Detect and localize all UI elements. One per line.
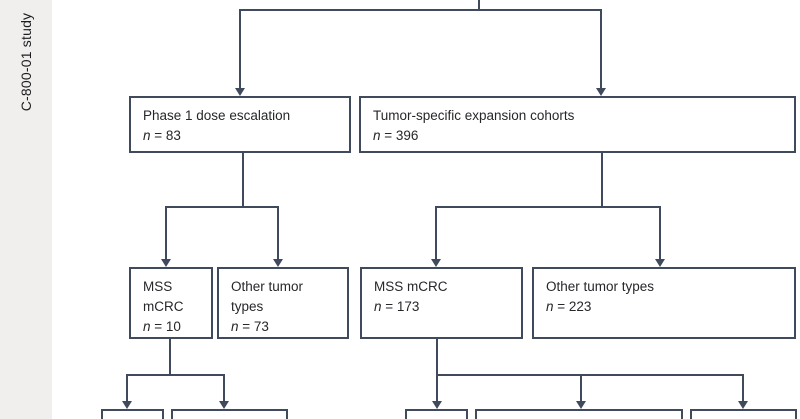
connector-drop-cutoff-2 — [223, 374, 225, 401]
arrow-down-icon — [738, 401, 748, 409]
arrow-down-icon — [432, 401, 442, 409]
n-symbol: n — [143, 319, 151, 334]
n-value: = 173 — [381, 299, 420, 314]
connector-drop-cutoff-1 — [126, 374, 128, 401]
n-value: = 10 — [150, 319, 181, 334]
node-cutoff-1 — [101, 409, 164, 419]
arrow-down-icon — [655, 259, 665, 267]
node-count: n = 173 — [374, 297, 509, 317]
node-count: n = 10 — [143, 317, 199, 337]
n-symbol: n — [546, 299, 554, 314]
connector-drop-expansion-mss — [435, 206, 437, 260]
connector-distributor-expansion-mss — [436, 374, 744, 376]
arrow-down-icon — [161, 259, 171, 267]
arrow-down-icon — [596, 88, 606, 96]
node-cutoff-5 — [690, 409, 797, 419]
connector-distributor-expansion — [435, 206, 661, 208]
connector-drop-cutoff-5 — [742, 374, 744, 401]
connector-distributor-phase1-mss — [126, 374, 225, 376]
node-count: n = 223 — [546, 297, 782, 317]
node-title: Phase 1 dose escalation — [143, 108, 291, 123]
study-label-strip: C-800-01 study — [0, 0, 52, 419]
node-count: n = 396 — [373, 126, 782, 146]
connector-drop-expansion — [600, 9, 602, 89]
node-cutoff-4 — [475, 409, 683, 419]
node-title: Other tumor types — [231, 279, 304, 314]
node-phase1-other-tumor-types: Other tumor types n = 73 — [217, 267, 349, 339]
n-symbol: n — [143, 128, 151, 143]
node-title: MSS mCRC — [143, 279, 184, 314]
node-count: n = 83 — [143, 126, 337, 146]
node-phase1-mss-mcrc: MSS mCRC n = 10 — [129, 267, 213, 339]
connector-drop-phase1-other — [277, 206, 279, 260]
node-title: Tumor-specific expansion cohorts — [373, 108, 575, 123]
n-symbol: n — [374, 299, 382, 314]
n-value: = 73 — [238, 319, 269, 334]
n-symbol: n — [373, 128, 381, 143]
node-cutoff-3 — [405, 409, 468, 419]
connector-trunk — [478, 0, 480, 11]
n-value: = 83 — [150, 128, 181, 143]
connector-distributor-phase1 — [165, 206, 279, 208]
arrow-down-icon — [122, 401, 132, 409]
arrow-down-icon — [431, 259, 441, 267]
connector-stem-expansion-mss — [436, 338, 438, 376]
node-count: n = 73 — [231, 317, 335, 337]
arrow-down-icon — [235, 88, 245, 96]
connector-stem-phase1 — [242, 152, 244, 208]
n-symbol: n — [231, 319, 239, 334]
node-cutoff-2 — [171, 409, 288, 419]
node-expansion-cohorts: Tumor-specific expansion cohorts n = 396 — [359, 96, 796, 153]
arrow-down-icon — [273, 259, 283, 267]
connector-distributor-top — [239, 9, 602, 11]
node-expansion-mss-mcrc: MSS mCRC n = 173 — [360, 267, 523, 339]
connector-stem-expansion — [601, 152, 603, 208]
arrow-down-icon — [576, 401, 586, 409]
node-expansion-other-tumor-types: Other tumor types n = 223 — [532, 267, 796, 339]
connector-drop-expansion-other — [659, 206, 661, 260]
node-phase1-dose-escalation: Phase 1 dose escalation n = 83 — [129, 96, 351, 153]
connector-drop-cutoff-4 — [580, 374, 582, 401]
connector-drop-cutoff-3 — [436, 374, 438, 401]
study-label: C-800-01 study — [18, 12, 34, 112]
node-title: Other tumor types — [546, 279, 655, 294]
connector-stem-phase1-mss — [169, 338, 171, 376]
connector-drop-phase1-mss — [165, 206, 167, 260]
arrow-down-icon — [219, 401, 229, 409]
connector-drop-phase1 — [239, 9, 241, 89]
node-title: MSS mCRC — [374, 279, 448, 294]
n-value: = 223 — [553, 299, 592, 314]
n-value: = 396 — [380, 128, 419, 143]
